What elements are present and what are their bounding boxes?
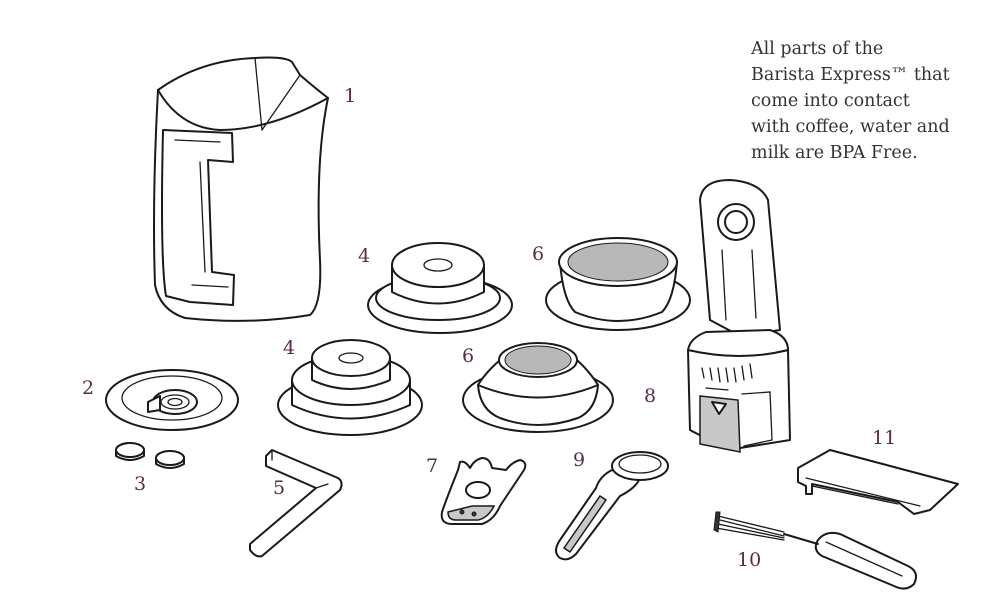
note-line-5: milk are BPA Free. [751,143,918,163]
part-number-dish: 2 [82,377,94,399]
part-number-filter-single-bottom: 4 [283,337,295,359]
bpa-free-note: All parts of the Barista Express™ that c… [751,36,991,166]
part-number-wrench: 5 [273,477,285,499]
note-line-3: come into contact [751,91,910,111]
cleaning-tablets [115,442,185,469]
filter-single-wall-top [367,242,513,334]
part-number-filter-dual-bottom: 6 [462,345,474,367]
allen-key [249,449,343,558]
holder-stand [687,179,791,453]
part-number-jug: 1 [344,85,356,107]
part-number-card: 11 [872,427,896,449]
milk-jug [153,56,329,322]
part-number-tablets: 3 [134,473,146,495]
cleaning-dish [105,369,239,431]
filter-single-wall-bottom [277,339,423,436]
part-number-brush: 10 [737,549,761,571]
part-number-holder: 8 [644,385,656,407]
note-line-1: All parts of the [751,39,884,59]
cleaning-card [797,449,959,515]
razor-tool [440,457,527,525]
part-number-tool: 7 [426,455,438,477]
coffee-scoop [555,451,669,561]
filter-dual-wall-bottom [462,342,614,433]
part-number-scoop: 9 [573,449,585,471]
note-line-4: with coffee, water and [751,117,950,137]
cleaning-brush [713,511,917,590]
note-line-2: Barista Express™ that [751,65,950,85]
filter-dual-wall-top [545,237,691,331]
part-number-filter-dual-top: 6 [532,243,544,265]
part-number-filter-single-top: 4 [358,245,370,267]
